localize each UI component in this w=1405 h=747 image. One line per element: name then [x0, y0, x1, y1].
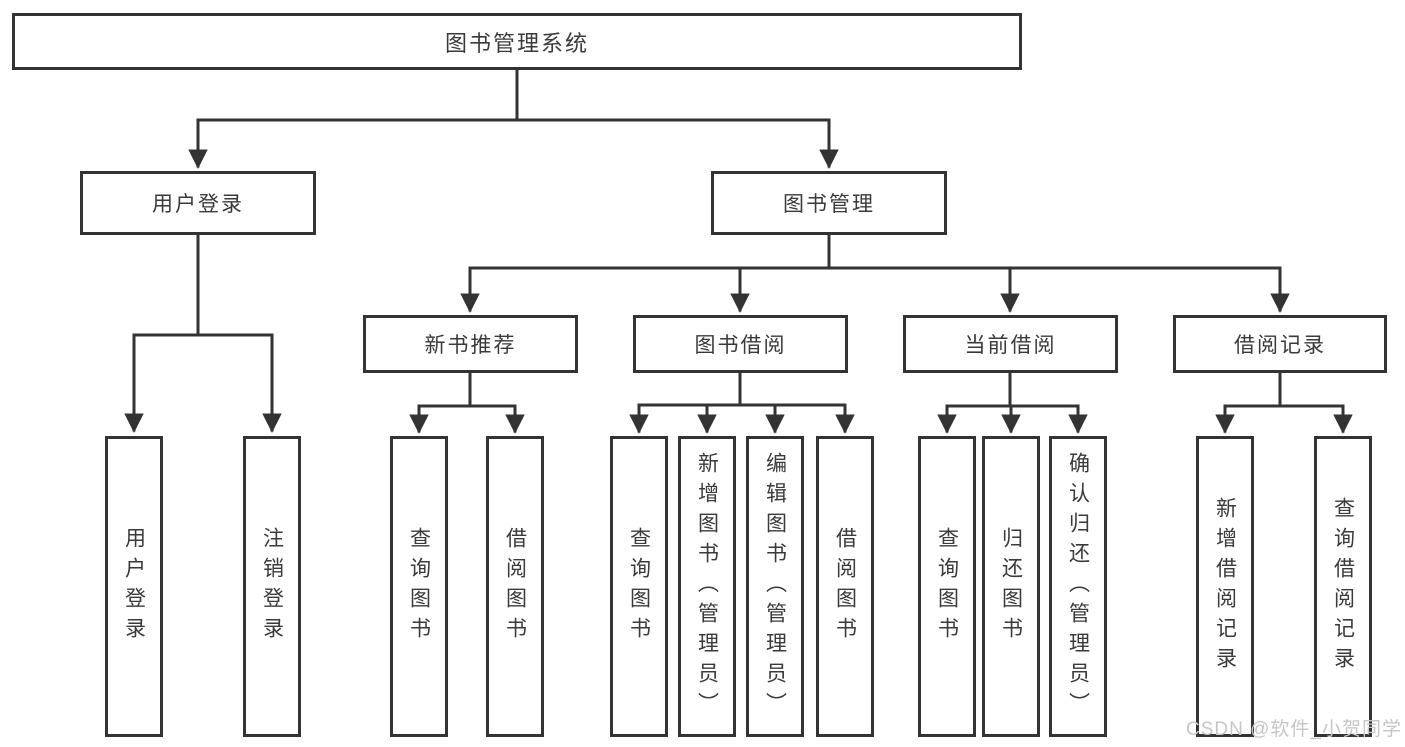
leaf-add-borrow-record: 新增借阅记录 [1196, 436, 1254, 737]
leaf-borrow-books: 借阅图书 [816, 436, 874, 737]
csdn-watermark: CSDN @软件_小贺同学 [1186, 719, 1402, 740]
leaf-borrow-books-recommend: 借阅图书 [486, 436, 544, 737]
node-book-management: 图书管理 [711, 171, 947, 235]
leaf-return-books: 归还图书 [982, 436, 1040, 737]
node-current-borrowing: 当前借阅 [903, 315, 1118, 373]
node-user-login: 用户登录 [80, 171, 316, 235]
node-library-management-system: 图书管理系统 [12, 13, 1022, 70]
leaf-query-books-current: 查询图书 [918, 436, 976, 737]
leaf-query-books-borrowing: 查询图书 [610, 436, 668, 737]
leaf-edit-books-admin: 编辑图书（管理员） [746, 436, 804, 737]
leaf-user-login: 用户登录 [105, 436, 163, 737]
leaf-add-books-admin: 新增图书（管理员） [678, 436, 736, 737]
node-book-borrowing: 图书借阅 [633, 315, 848, 373]
leaf-query-books-recommend: 查询图书 [390, 436, 448, 737]
leaf-query-borrow-record: 查询借阅记录 [1314, 436, 1372, 737]
node-new-book-recommendation: 新书推荐 [363, 315, 578, 373]
leaf-logout: 注销登录 [243, 436, 301, 737]
node-borrowing-records: 借阅记录 [1173, 315, 1387, 373]
leaf-confirm-return-admin: 确认归还（管理员） [1049, 436, 1107, 737]
